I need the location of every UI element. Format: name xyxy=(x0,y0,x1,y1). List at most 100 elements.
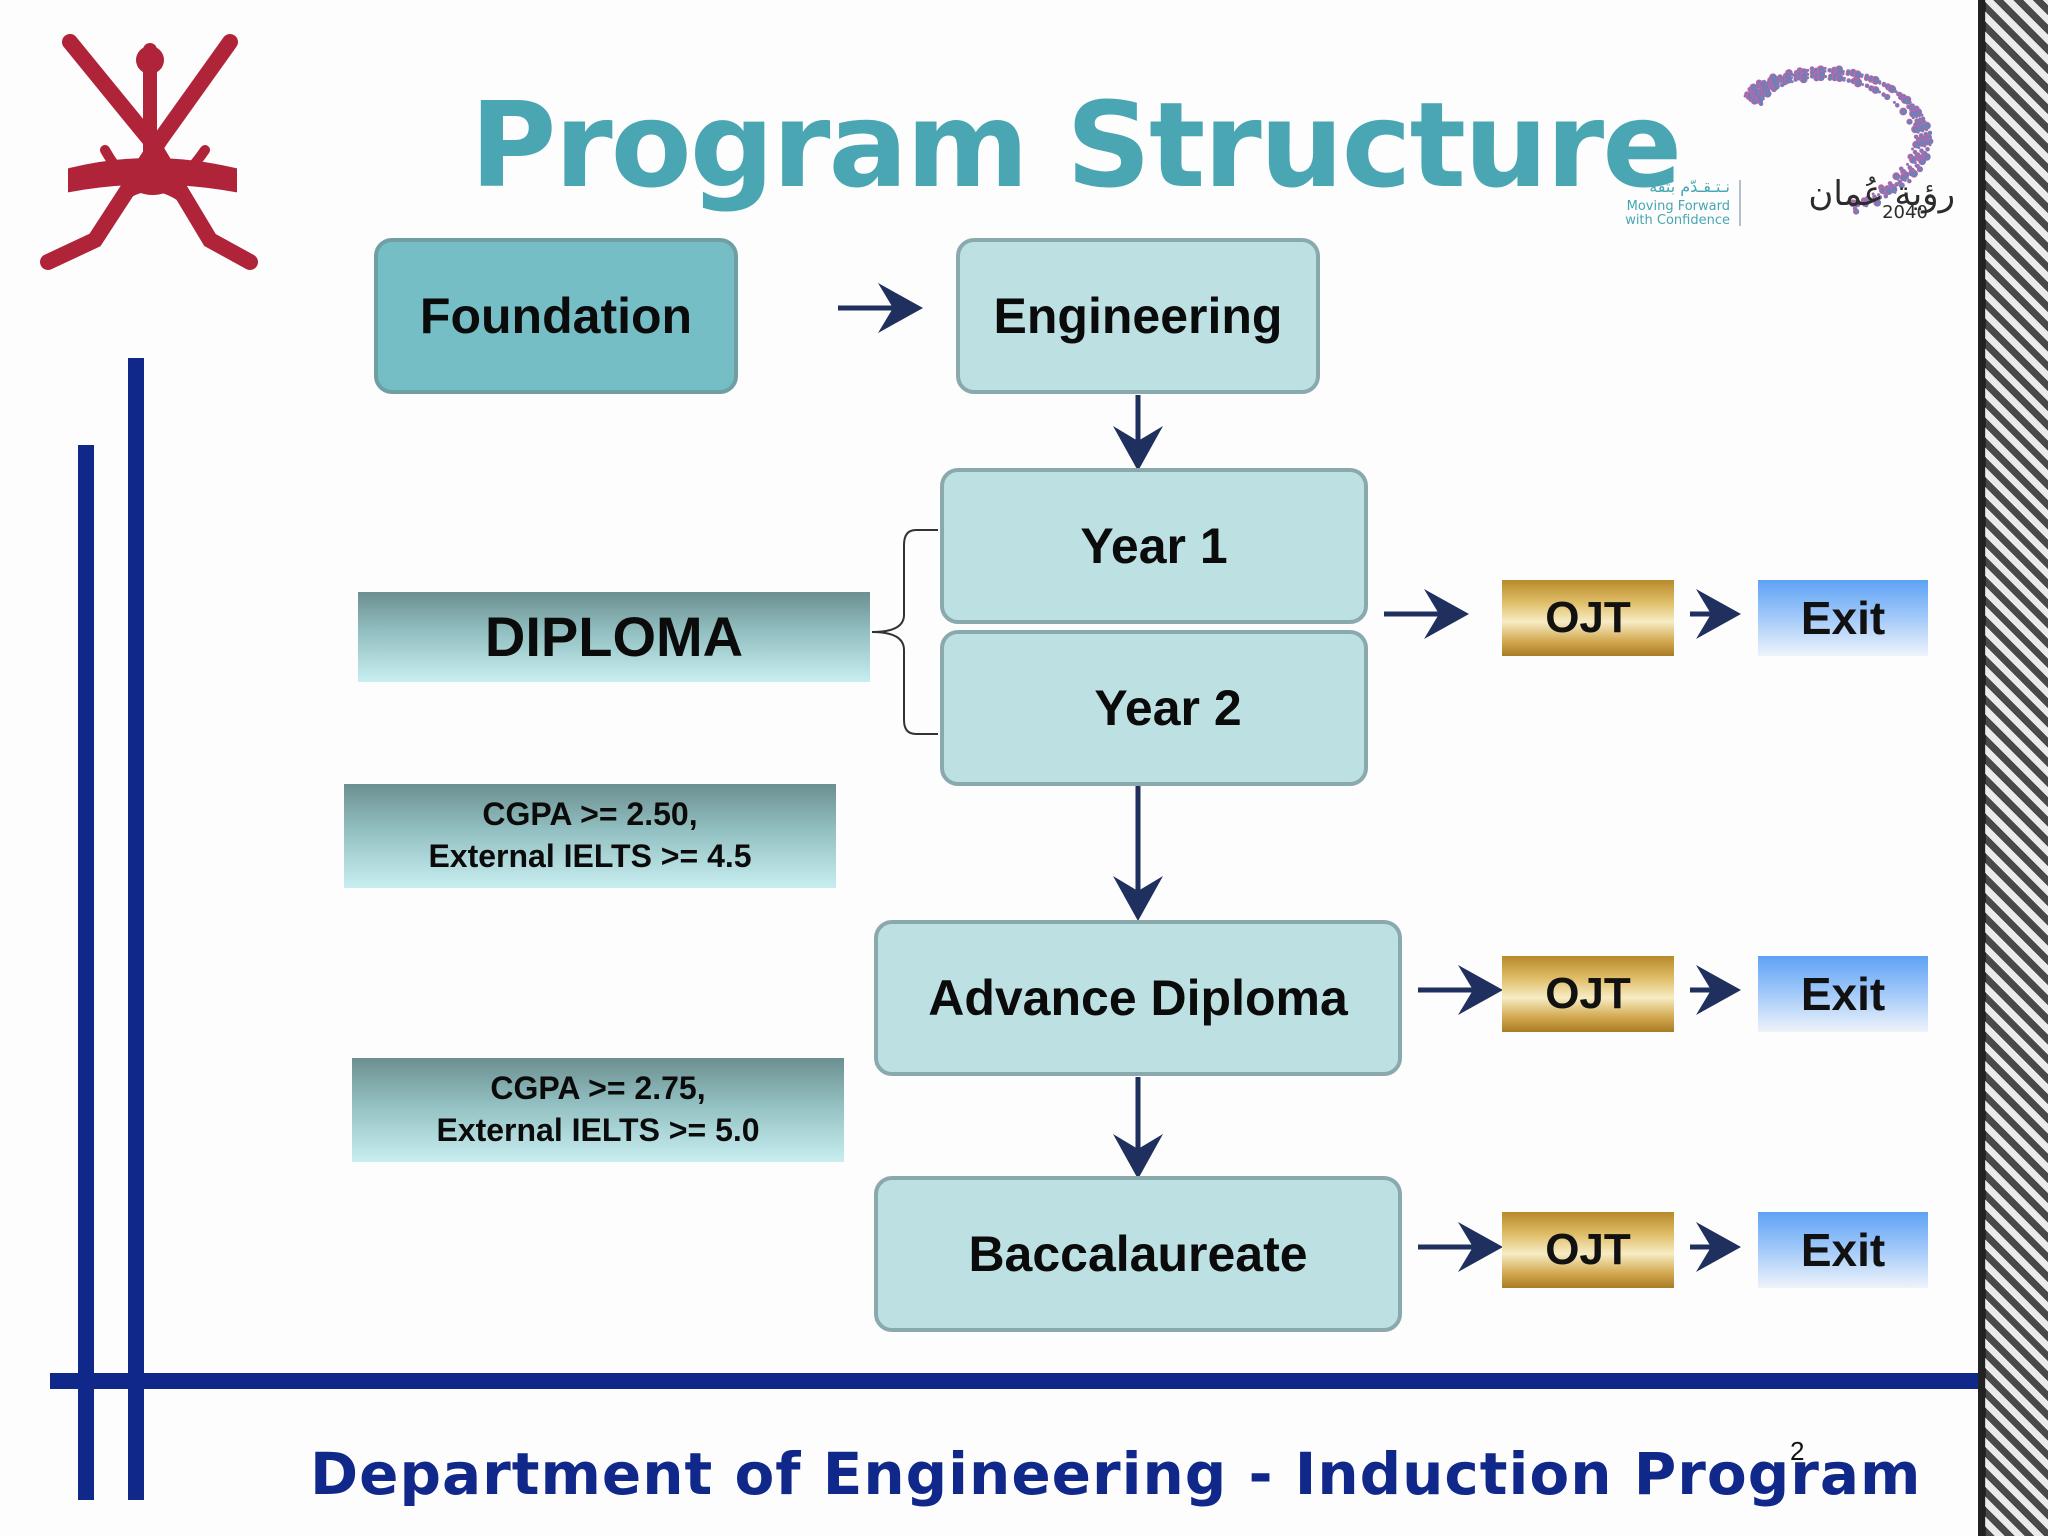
vision-logo-dot xyxy=(1927,138,1934,145)
vision-logo-dot xyxy=(1911,125,1919,134)
vision-logo-dot xyxy=(1755,87,1759,91)
vision-logo-dot xyxy=(1806,68,1810,72)
vision-logo-dot xyxy=(1809,66,1815,71)
vision-logo-dot xyxy=(1790,80,1794,84)
vision-logo-dot xyxy=(1828,73,1833,79)
node-year-1: Year 1 xyxy=(940,468,1368,624)
vision-logo-dot xyxy=(1865,197,1872,204)
vision-logo-dot xyxy=(1871,86,1880,94)
vision-logo-dot xyxy=(1853,70,1862,79)
vision-logo-dot xyxy=(1783,72,1792,80)
footer-title: Department of Engineering - Induction Pr… xyxy=(310,1440,1922,1508)
page-number: 2 xyxy=(1790,1436,1805,1466)
vision-logo-dot xyxy=(1806,72,1810,76)
oman-vision-2040-logo: رؤية عُمان 2040 نـتـقـدّم بثقة Moving Fo… xyxy=(1625,65,1955,228)
diploma-bracket xyxy=(871,529,938,735)
vision-logo-dot xyxy=(1841,70,1845,73)
vision-logo-dot xyxy=(1918,157,1927,166)
vision-logo-dot xyxy=(1915,115,1918,119)
vision-logo-dot xyxy=(1911,147,1914,151)
vision-logo-dot xyxy=(1894,103,1900,108)
vision-logo-dot xyxy=(1922,151,1928,156)
requirement-line: External IELTS >= 4.5 xyxy=(428,838,752,874)
vision-logo-dot xyxy=(1878,90,1881,94)
vision-logo-dot xyxy=(1835,65,1843,74)
frame-lines xyxy=(50,358,1982,1500)
vision-logo-dot xyxy=(1767,89,1771,92)
vision-logo-dot xyxy=(1841,72,1845,76)
vision-arabic-tagline: نـتـقـدّم بثقة xyxy=(1649,177,1730,196)
vision-logo-dot xyxy=(1923,144,1927,148)
vision-logo-dot xyxy=(1908,170,1915,177)
vision-logo-dot xyxy=(1899,107,1908,116)
exit-badge: Exit xyxy=(1758,956,1928,1032)
vision-logo-dot xyxy=(1846,78,1851,83)
vision-logo-dot xyxy=(1749,83,1758,92)
vision-logo-dot xyxy=(1913,161,1917,165)
connectors xyxy=(838,283,1741,1272)
vision-logo-dot xyxy=(1842,76,1846,80)
vision-tagline-line2: with Confidence xyxy=(1625,213,1730,228)
vision-logo-dot xyxy=(1764,84,1768,88)
vision-logo-dot xyxy=(1894,182,1899,187)
vision-logo-dot xyxy=(1916,130,1920,134)
vision-logo-dot xyxy=(1917,114,1921,118)
node-advance-diploma: Advance Diploma xyxy=(874,920,1402,1076)
vision-logo-dot xyxy=(1896,177,1900,181)
vision-logo-dot xyxy=(1884,93,1891,101)
vision-logo-dot xyxy=(1853,208,1860,215)
vision-logo-dot xyxy=(1761,97,1765,101)
vision-logo-dot xyxy=(1898,182,1905,189)
vision-logo-dot xyxy=(1921,129,1925,133)
vision-logo-dot xyxy=(1823,66,1827,70)
vision-logo-dot xyxy=(1916,166,1923,173)
requirement-advance-diploma: CGPA >= 2.50, External IELTS >= 4.5 xyxy=(344,784,836,888)
node-engineering: Engineering xyxy=(956,238,1320,394)
vision-logo-dot xyxy=(1769,73,1777,82)
vision-logo-dot xyxy=(1824,75,1828,78)
requirement-baccalaureate: CGPA >= 2.75, External IELTS >= 5.0 xyxy=(352,1058,844,1162)
ojt-badge: OJT xyxy=(1502,956,1674,1032)
vision-logo-dot xyxy=(1864,83,1870,89)
vision-logo-dot xyxy=(1873,198,1882,207)
vision-arabic-title: رؤية عُمان xyxy=(1808,174,1955,214)
vision-logo-dot xyxy=(1810,70,1815,76)
vision-logo-dot xyxy=(1853,199,1861,208)
diploma-label: DIPLOMA xyxy=(358,592,870,682)
oman-national-emblem-icon xyxy=(40,34,258,270)
ojt-badge: OJT xyxy=(1502,580,1674,656)
vision-logo-dot xyxy=(1762,79,1766,83)
vision-logo-dot xyxy=(1893,190,1897,194)
vision-logo-dot xyxy=(1799,71,1808,80)
vision-logo-dot xyxy=(1925,146,1930,152)
right-edge-border xyxy=(1978,0,1986,1536)
vision-logo-dot xyxy=(1907,178,1912,184)
vision-logo-dot xyxy=(1877,195,1883,200)
node-year-2: Year 2 xyxy=(940,630,1368,786)
vision-year: 2040 xyxy=(1882,202,1928,223)
vision-logo-dot xyxy=(1887,84,1896,93)
exit-badge: Exit xyxy=(1758,1212,1928,1288)
vision-logo-dot xyxy=(1878,80,1882,84)
vision-logo-dot xyxy=(1884,187,1893,196)
vision-logo-dot xyxy=(1917,146,1921,150)
vision-logo-dot xyxy=(1817,70,1826,79)
vision-logo-dot xyxy=(1846,69,1851,74)
vision-logo-dot xyxy=(1861,83,1864,86)
vision-logo-dot xyxy=(1827,68,1832,73)
vision-logo-dot xyxy=(1892,100,1896,104)
vision-logo-dot xyxy=(1854,78,1863,86)
vision-logo-dot xyxy=(1775,77,1779,81)
requirement-line: CGPA >= 2.75, xyxy=(490,1070,706,1107)
vision-logo-dot xyxy=(1914,164,1918,168)
vision-logo-dot xyxy=(1925,128,1929,132)
requirement-line: CGPA >= 2.50, xyxy=(482,796,698,833)
vision-logo-dot xyxy=(1893,89,1897,93)
vision-logo-dot xyxy=(1911,116,1915,120)
vision-logo-dot xyxy=(1905,101,1909,105)
requirement-line: External IELTS >= 5.0 xyxy=(436,1112,760,1148)
vision-logo-dot xyxy=(1789,72,1793,76)
ojt-badge: OJT xyxy=(1502,1212,1674,1288)
vision-logo-dot xyxy=(1920,113,1924,117)
vision-logo-dot xyxy=(1903,178,1907,182)
